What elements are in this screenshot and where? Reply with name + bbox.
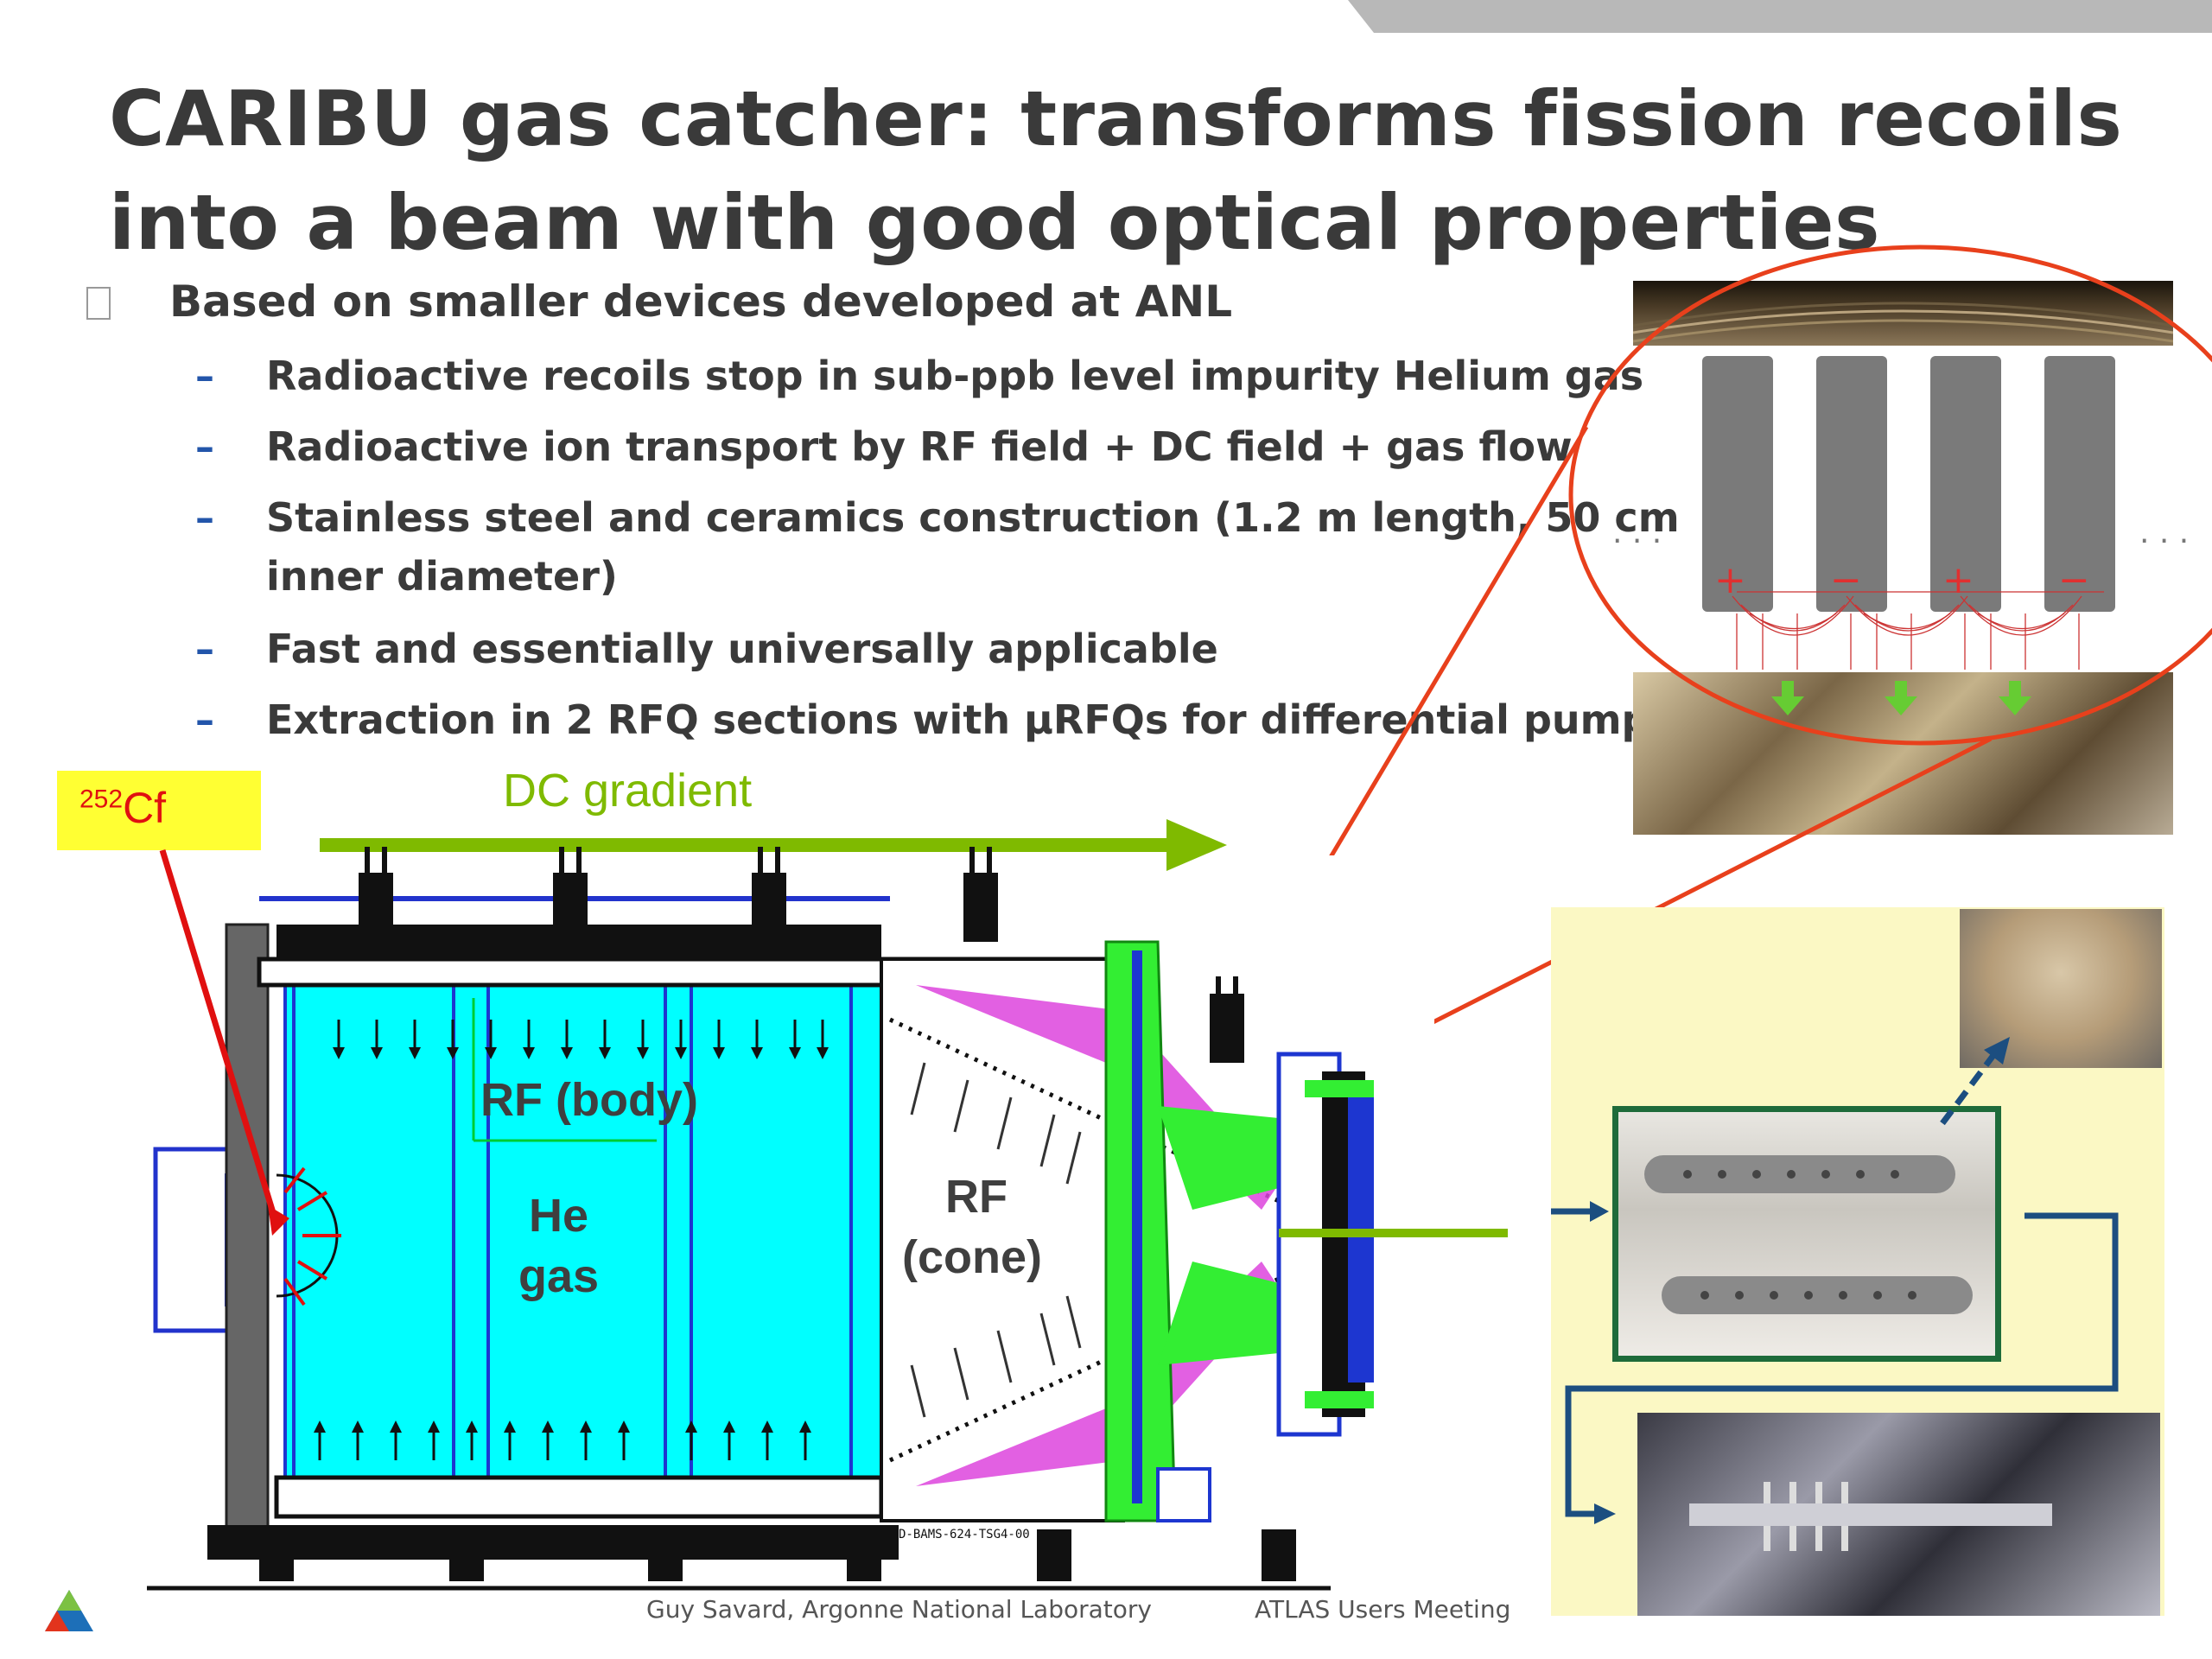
slide-title-line-2: into a beam with good optical properties [109,178,1880,267]
dash-2: – [195,425,214,469]
sub-bullet-5: Extraction in 2 RFQ sections with µRFQs … [266,696,1720,743]
source-label-box [57,771,261,850]
footer-author: Guy Savard, Argonne National Laboratory [646,1595,1152,1624]
argonne-logo-icon [45,1590,93,1631]
sign-plus-2: + [1942,558,1974,602]
sub-bullet-3: Stainless steel and ceramics constructio… [266,494,1680,541]
rf-body-label: RF (body) [480,1074,698,1126]
dash-4: – [195,627,214,671]
sub-bullet-2: Radioactive ion transport by RF field + … [266,423,1573,470]
sign-plus-1: + [1714,558,1746,602]
checkbox-bullet-icon [86,287,111,320]
he-gas-label-1: He [529,1190,589,1242]
rf-cone-label-1: RF [945,1171,1007,1223]
sign-minus-1: − [1830,558,1862,602]
photo-rods-frame [1612,1106,2001,1362]
dc-gradient-arrow [320,819,1227,871]
inset-grooves [1633,302,2173,343]
sub-bullet-1: Radioactive recoils stop in sub-ppb leve… [266,353,1644,399]
sub-bullet-3-cont: inner diameter) [266,553,618,600]
sub-bullet-4: Fast and essentially universally applica… [266,626,1218,672]
footer-meeting: ATLAS Users Meeting [1255,1595,1511,1624]
dash-5: – [195,698,214,742]
dc-gradient-label: DC gradient [503,765,753,817]
sign-minus-2: − [2058,558,2090,602]
photo-disk [1960,909,2162,1068]
he-gas-label-2: gas [518,1250,600,1302]
photo-assembly-detail [1689,1482,2052,1551]
source-label: 252Cf [79,783,166,833]
dash-3: – [195,496,214,540]
drawing-stamp: D-BAMS-624-TSG4-00 [899,1528,1030,1541]
source-mass-number: 252 [79,785,124,814]
green-arrows [1771,681,2031,715]
electrode-schematic [1702,356,2115,670]
main-bullet: Based on smaller devices developed at AN… [169,276,1233,327]
header-band [1348,0,2212,33]
slide-title-line-1: CARIBU gas catcher: transforms fission r… [109,74,2123,163]
dots-right: · · · [2139,524,2190,559]
rf-cone-label-2: (cone) [902,1231,1042,1283]
source-element: Cf [123,784,167,832]
dots-left: · · · [1612,524,1662,559]
dash-1: – [195,354,214,398]
photo-rods [1644,1155,1973,1314]
